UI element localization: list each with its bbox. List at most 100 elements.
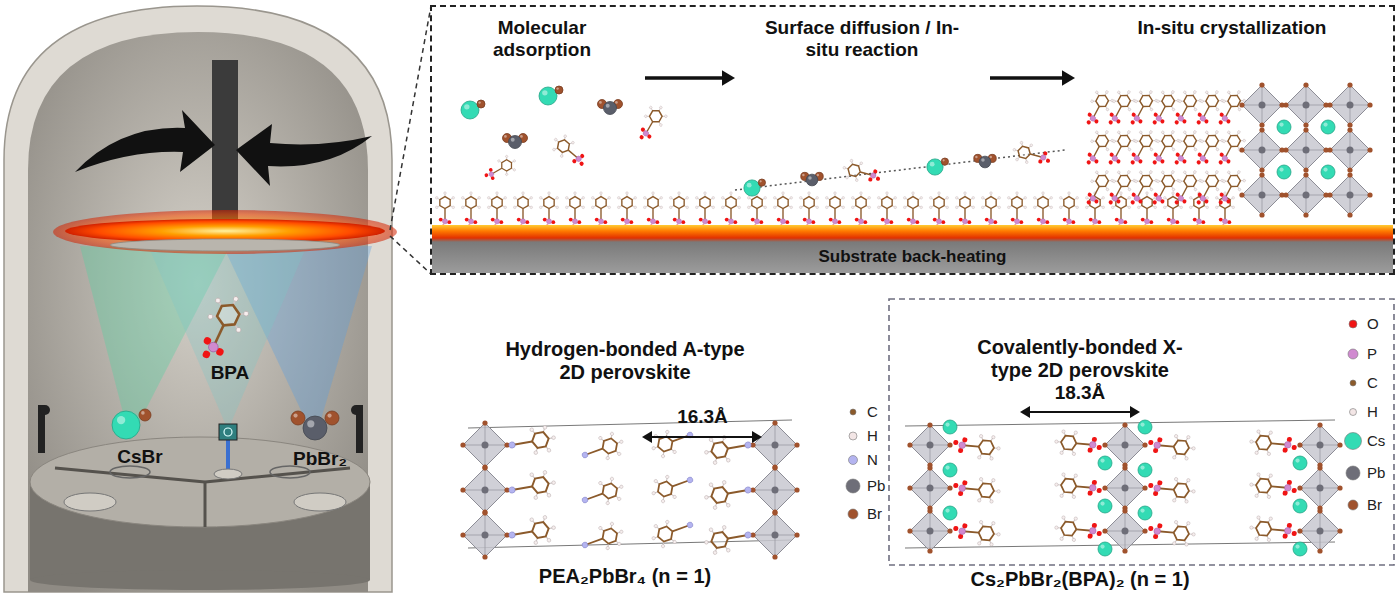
hydrogen-atom bbox=[997, 490, 1001, 494]
nitrogen-atom bbox=[686, 476, 693, 483]
benzene-ring bbox=[570, 197, 580, 209]
legend-swatch bbox=[849, 432, 857, 440]
hydrogen-atom bbox=[1059, 206, 1062, 209]
phosphorus-atom bbox=[1089, 527, 1096, 534]
oxygen-atom bbox=[1096, 445, 1101, 450]
oxygen-atom bbox=[1196, 120, 1202, 126]
bromine-atom bbox=[1317, 465, 1322, 470]
hydrogen-atom bbox=[606, 546, 610, 550]
octahedron bbox=[1330, 130, 1370, 170]
hydrogen-atom bbox=[591, 197, 594, 200]
hydrogen-atom bbox=[722, 480, 726, 484]
phosphorus-atom bbox=[910, 219, 915, 224]
octahedron bbox=[1330, 85, 1370, 125]
hydrogen-atom bbox=[634, 197, 637, 200]
hydrogen-atom bbox=[946, 206, 949, 209]
sphere-highlight bbox=[1295, 544, 1299, 548]
hydrogen-atom bbox=[738, 206, 741, 209]
legend-swatch-frame bbox=[843, 402, 863, 422]
hydrogen-atom bbox=[709, 528, 713, 532]
hydrogen-atom bbox=[1185, 500, 1189, 504]
molecule bbox=[1137, 192, 1156, 229]
legend-text: Br bbox=[1367, 496, 1382, 513]
molecule bbox=[1212, 86, 1248, 130]
hydrogen-atom bbox=[1149, 170, 1153, 174]
hydrogen-atom bbox=[1117, 131, 1121, 135]
hydrogen-atom bbox=[1189, 197, 1192, 200]
sphere-highlight bbox=[117, 416, 125, 424]
bromine-atom bbox=[1297, 442, 1302, 447]
hydrogen-atom bbox=[1178, 179, 1182, 183]
bromine-atom bbox=[1317, 548, 1322, 553]
molecule bbox=[1212, 166, 1248, 210]
hydrogen-atom bbox=[563, 134, 567, 138]
hydrogen-atom bbox=[1007, 197, 1010, 200]
lead-atom bbox=[1259, 147, 1266, 154]
cesium-atom bbox=[1138, 463, 1152, 477]
hydrogen-atom bbox=[1215, 90, 1219, 94]
hydrogen-atom bbox=[981, 206, 984, 209]
hydrogen-atom bbox=[1105, 90, 1109, 94]
hydrogen-atom bbox=[845, 176, 848, 179]
hydrogen-atom bbox=[644, 114, 648, 118]
hydrogen-atom bbox=[1193, 90, 1197, 94]
hydrogen-atom bbox=[842, 197, 845, 200]
spacing-dimension: 16.3Å bbox=[660, 406, 745, 428]
molecule bbox=[1168, 86, 1204, 130]
benzene-ring bbox=[1182, 93, 1198, 109]
oxygen-atom bbox=[1086, 200, 1092, 206]
oxygen-atom bbox=[1108, 120, 1114, 126]
hydrogen-atom bbox=[1194, 108, 1198, 112]
cesium-atom bbox=[1293, 542, 1307, 556]
bromine-atom bbox=[1337, 528, 1342, 533]
legend-swatch bbox=[849, 456, 858, 465]
hydrogen-atom bbox=[782, 192, 785, 195]
hydrogen-atom bbox=[1267, 452, 1271, 456]
bromine-atom bbox=[758, 179, 765, 186]
hydrogen-atom bbox=[1150, 108, 1154, 112]
benzene-ring bbox=[960, 197, 970, 209]
stage-heading: In-situ crystallization bbox=[1137, 17, 1327, 39]
oxygen-atom bbox=[1148, 526, 1153, 531]
phosphorus-atom bbox=[572, 219, 577, 224]
hydrogen-atom bbox=[617, 206, 620, 209]
oxygen-atom bbox=[733, 220, 737, 224]
oxygen-atom bbox=[953, 526, 958, 531]
bromine-atom bbox=[927, 548, 932, 553]
hydrogen-atom bbox=[704, 192, 707, 195]
bromine-atom bbox=[1327, 192, 1332, 197]
hydrogen-atom bbox=[1156, 99, 1160, 103]
hydrogen-atom bbox=[912, 192, 915, 195]
cesium-atom bbox=[943, 420, 957, 434]
oxygen-atom bbox=[1045, 220, 1049, 224]
hydrogen-atom bbox=[1030, 144, 1033, 147]
hydrogen-atom bbox=[661, 544, 665, 548]
hydrogen-atom bbox=[972, 197, 975, 200]
hydrogen-atom bbox=[1102, 197, 1105, 200]
hydrogen-atom bbox=[496, 192, 499, 195]
oxygen-atom bbox=[1037, 218, 1041, 222]
hydrogen-atom bbox=[1095, 131, 1099, 135]
hydrogen-atom bbox=[534, 451, 538, 455]
hydrogen-atom bbox=[1194, 148, 1198, 152]
phosphorus-atom bbox=[1222, 219, 1227, 224]
bromine-atom bbox=[1317, 422, 1322, 427]
hydrogen-atom bbox=[487, 197, 490, 200]
phosphorus-atom bbox=[1154, 485, 1161, 492]
source-label: PbBr₂ bbox=[283, 448, 357, 470]
oxygen-atom bbox=[579, 161, 585, 167]
hydrogen-atom bbox=[1250, 526, 1254, 530]
hydrogen-atom bbox=[1024, 206, 1027, 209]
octahedron bbox=[1242, 175, 1282, 215]
hydrogen-atom bbox=[1189, 206, 1192, 209]
hydrogen-atom bbox=[990, 500, 994, 504]
hydrogen-atom bbox=[1193, 130, 1197, 134]
benzene-ring bbox=[656, 480, 675, 498]
hydrogen-atom bbox=[1257, 473, 1261, 477]
benzene-ring bbox=[1204, 173, 1220, 189]
hydrogen-atom bbox=[1062, 430, 1066, 434]
oxygen-atom bbox=[941, 220, 945, 224]
oxygen-atom bbox=[621, 218, 625, 222]
diffusion-path bbox=[735, 150, 1065, 190]
legend-swatch bbox=[1350, 380, 1356, 386]
